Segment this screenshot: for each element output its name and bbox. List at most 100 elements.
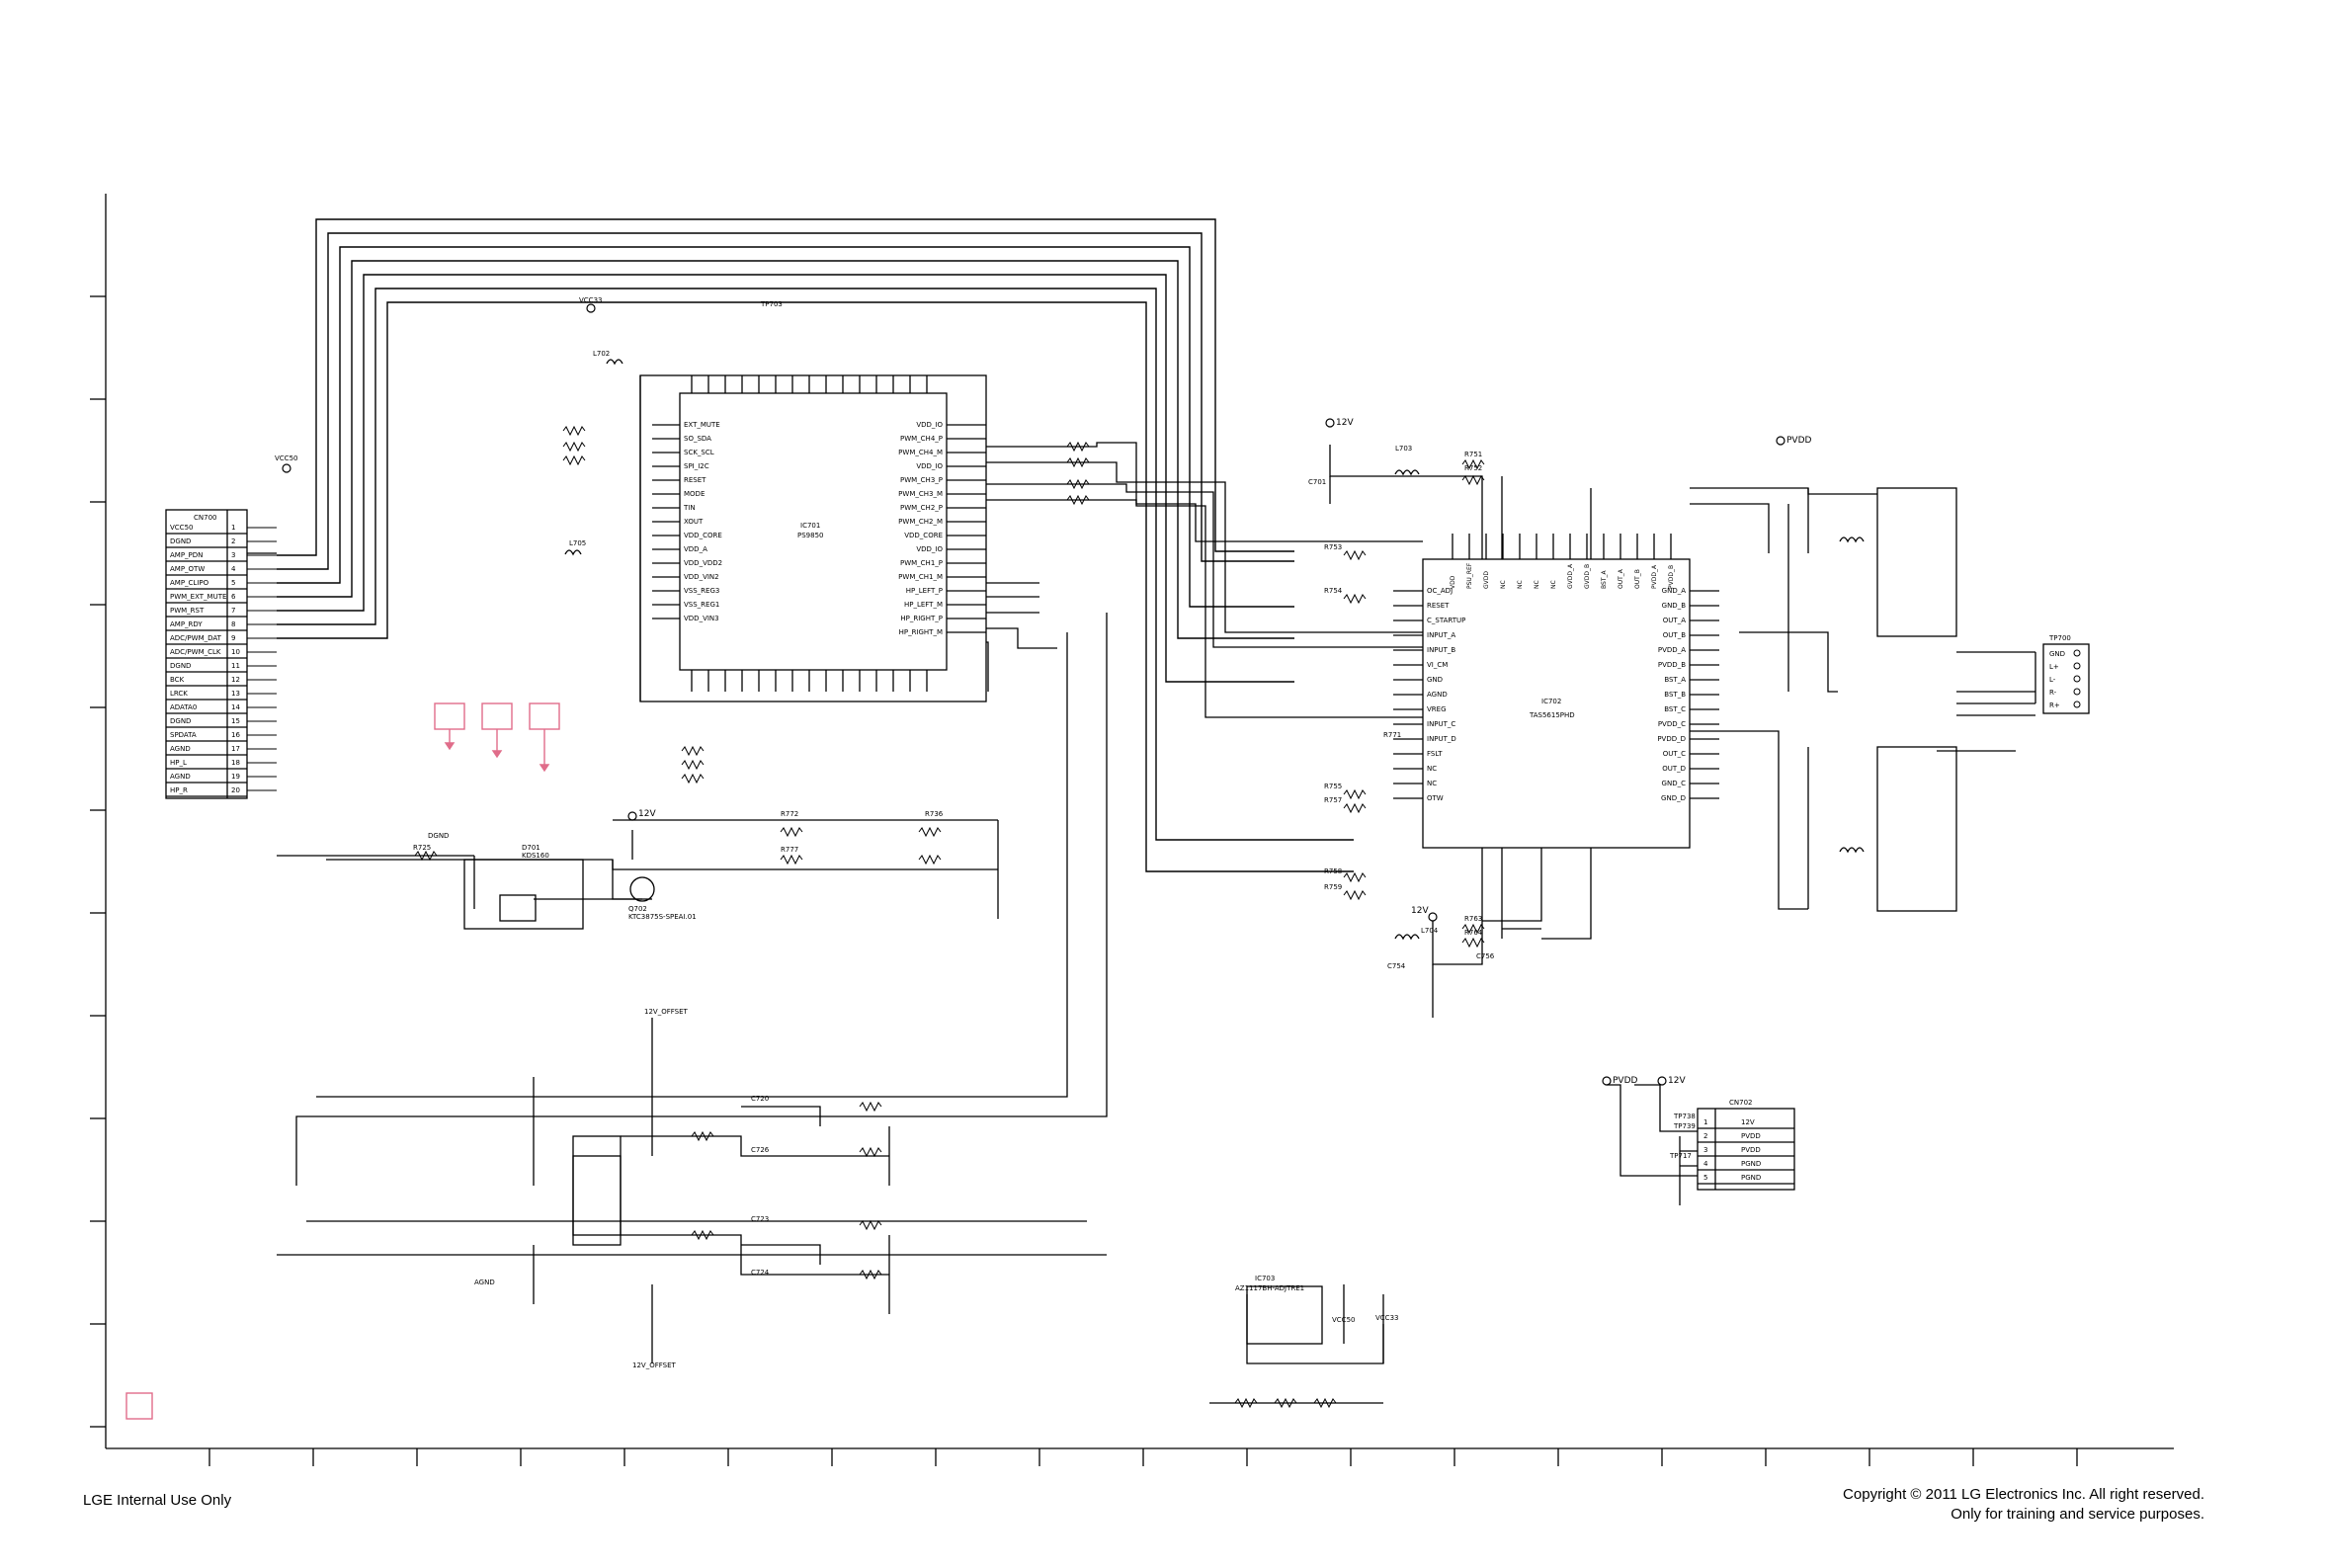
tp739-label: TP739 (1673, 1122, 1696, 1130)
resistor-symbol (1343, 788, 1367, 800)
gnd-label-agnd: AGND (474, 1279, 495, 1286)
resistor-symbol (859, 1219, 882, 1231)
cn702-pin-number: 5 (1703, 1174, 1707, 1182)
ic701-ref: IC701 (800, 522, 820, 530)
cn700-pin-number: 10 (231, 648, 240, 656)
footer-copyright: Copyright © 2011 LG Electronics Inc. All… (1843, 1486, 2204, 1503)
rail-pvdd-b: PVDD (1613, 1076, 1638, 1086)
r755-label: R755 (1324, 783, 1342, 790)
ic703-ref: IC703 (1255, 1275, 1275, 1282)
ic702-top-pin-label: OUT_A (1618, 568, 1624, 589)
tp738-label: TP738 (1673, 1113, 1696, 1120)
cn700-pin-name: PWM_RST (170, 607, 205, 615)
footer-training: Only for training and service purposes. (1951, 1506, 2204, 1523)
ic701-pin-label: VDD_VDD2 (684, 559, 722, 567)
footer-left: LGE Internal Use Only (83, 1492, 232, 1509)
cn700-pin-name: HP_L (170, 759, 187, 767)
l704-label: L704 (1421, 927, 1439, 935)
ic702-pin-label: INPUT_C (1427, 720, 1455, 728)
d701-part: KDS160 (522, 852, 549, 860)
pink-markers (125, 702, 560, 1420)
cn700-pin-name: DGND (170, 662, 191, 670)
q702-label: Q702 (628, 905, 647, 913)
c756-label: C756 (1476, 952, 1495, 960)
cn700-pin-number: 3 (231, 551, 235, 559)
sheet-border (90, 194, 2174, 1466)
ic701-pin-label: MODE (684, 490, 705, 498)
cn700-ref: CN700 (194, 514, 217, 522)
tp700-pin-name: R+ (2049, 701, 2060, 709)
rail-pvdd-a: PVDD (1786, 436, 1812, 446)
cn700-pin-name: LRCK (170, 690, 188, 698)
cn700-pin-name: AMP_CLIPO (170, 579, 209, 587)
tp700-pin-name: L+ (2049, 663, 2059, 671)
tp700-terminal (2073, 662, 2081, 670)
rail-12v-d: 12V (638, 809, 656, 819)
ic702-pin-label: OC_ADJ (1427, 587, 1453, 595)
ic702-top-pin-label: NC (1500, 580, 1507, 589)
cn700-pin-number: 15 (231, 717, 240, 725)
ic701-pin-label: PWM_CH4_P (900, 435, 943, 443)
ic702-pin-label: INPUT_D (1427, 735, 1456, 743)
tp700-terminal (2073, 649, 2081, 657)
ic701-pin-label: PWM_CH1_M (898, 573, 943, 581)
power-input-nets (1329, 445, 1542, 1018)
ic701-pin-label: VSS_REG3 (684, 587, 719, 595)
ic701-pin-label: PWM_CH4_M (898, 449, 943, 456)
ic701-pin-label: VDD_IO (916, 545, 943, 553)
cn700-pin-number: 6 (231, 593, 236, 601)
c701-label: C701 (1308, 478, 1326, 486)
r751-label: R751 (1464, 451, 1482, 458)
ic701-pin-label: PWM_CH2_P (900, 504, 943, 512)
ic701-pin-label: VDD_VIN2 (684, 573, 719, 581)
cn700-pin-number: 16 (231, 731, 240, 739)
ic702-pin-label: NC (1427, 780, 1437, 787)
cn702-body (1607, 1084, 1795, 1205)
ic701-body (639, 374, 987, 702)
resistor-symbol (918, 854, 942, 866)
ic701-pin-label: HP_LEFT_M (904, 601, 943, 609)
r771-label: R771 (1383, 731, 1401, 739)
q702-part: KTC3875S-SPEAI.01 (628, 913, 697, 921)
cn700-pin-name: ADATA0 (170, 703, 197, 711)
resistor-symbol (562, 454, 586, 466)
footer-right: Copyright © 2011 LG Electronics Inc. All… (1843, 1485, 2204, 1525)
cn700-pin-number: 18 (231, 759, 240, 767)
r759-label: R759 (1324, 883, 1342, 891)
cn700-pin-name: AGND (170, 745, 191, 753)
c720-label: C720 (751, 1095, 769, 1103)
gnd-label-dgnd: DGND (428, 832, 449, 840)
cn700-pin-number: 17 (231, 745, 240, 753)
rail-12v-b: 12V (1411, 906, 1429, 916)
cn700-pin-number: 7 (231, 607, 235, 615)
resistor-symbol (691, 1130, 714, 1142)
cn700-pin-name: SPDATA (170, 731, 197, 739)
ic701-pin-label: PWM_CH2_M (898, 518, 943, 526)
tp703-label: TP703 (760, 300, 783, 308)
output-filter (1501, 487, 2036, 940)
resistor-symbol (780, 854, 803, 866)
resistor-symbol (1461, 458, 1485, 470)
resistor-symbol (1066, 441, 1090, 453)
r777-label: R777 (781, 846, 798, 854)
cn700-pin-name: PWM_EXT_MUTE (170, 593, 226, 601)
ic702-pin-label: NC (1427, 765, 1437, 773)
cn700-pin-name: DGND (170, 717, 191, 725)
cn700-pin-name: AMP_RDY (170, 620, 203, 628)
ic701-pin-label: SO_SDA (684, 435, 711, 443)
r752-label: R752 (1464, 464, 1482, 472)
cn700-pin-number: 1 (231, 524, 235, 532)
ic701-to-ic702-nets (986, 442, 1423, 718)
ic702-top-pin-label: NC (1550, 580, 1557, 589)
resistor-symbol (681, 773, 705, 784)
resistor-symbol (859, 1269, 882, 1280)
rail-12v-offset: 12V_OFFSET (644, 1008, 689, 1016)
resistor-symbol (414, 850, 438, 862)
ic702-pin-label: VI_CM (1427, 661, 1448, 669)
d701-label: D701 (522, 844, 540, 852)
cn702-ref: CN702 (1729, 1099, 1753, 1107)
r763-label: R763 (1464, 915, 1482, 923)
inductors (564, 359, 1865, 941)
ic702-pin-label: GND_C (1662, 780, 1687, 787)
ic702-top-pin-label: NC (1534, 580, 1540, 589)
